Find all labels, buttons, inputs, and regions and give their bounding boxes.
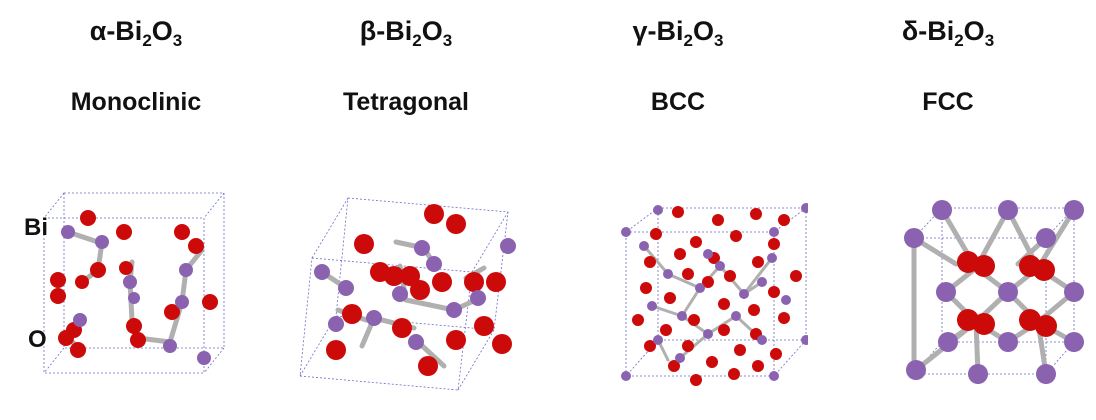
structure-bcc <box>621 203 808 386</box>
crystal-system-tetragonal: Tetragonal <box>343 88 469 116</box>
phase-column-alpha: α-Bi2O3 Monoclinic <box>6 0 266 420</box>
phase-title-gamma: γ-Bi2O3 <box>632 16 724 50</box>
phase-column-delta: δ-Bi2O3 FCC <box>818 0 1084 420</box>
phase-title-beta: β-Bi2O3 <box>359 16 453 50</box>
phase-title-alpha: α-Bi2O3 <box>89 16 183 50</box>
label-bi: Bi <box>24 214 48 241</box>
crystal-system-fcc: FCC <box>922 88 974 116</box>
phase-title-delta: δ-Bi2O3 <box>901 16 995 50</box>
label-o: O <box>28 326 47 353</box>
crystal-system-monoclinic: Monoclinic <box>70 88 202 116</box>
structure-monoclinic <box>43 192 225 374</box>
structure-tetragonal <box>299 197 516 391</box>
crystal-system-bcc: BCC <box>650 88 706 116</box>
structure-fcc <box>904 200 1084 384</box>
phase-column-beta: β-Bi2O3 Tetragonal <box>276 0 536 420</box>
phase-column-gamma: γ-Bi2O3 BCC <box>548 0 808 420</box>
